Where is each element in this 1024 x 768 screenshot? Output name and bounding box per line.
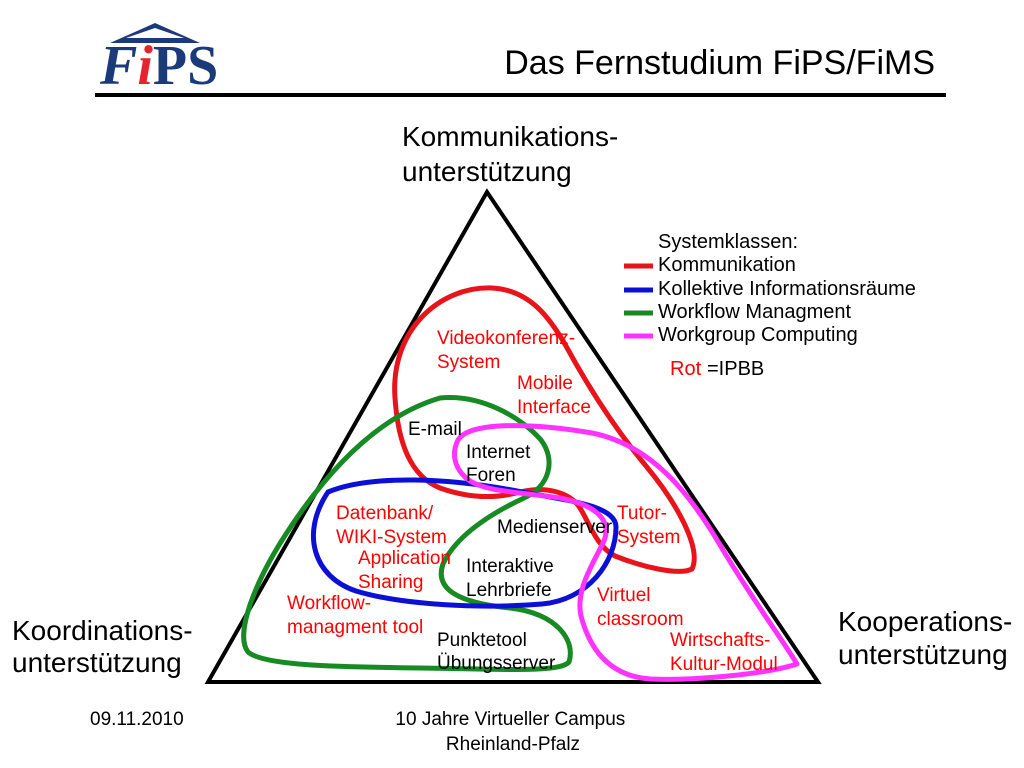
logo-letter-i: i — [137, 35, 153, 97]
label-tutor-system: Tutor- System — [617, 503, 680, 548]
label-datenbank-wiki: Datenbank/ WIKI-System — [336, 503, 447, 548]
logo-letters-ps: PS — [153, 35, 218, 97]
corner-left-line1: Koordinations- — [12, 615, 193, 646]
legend: Systemklassen: Kommunikation Kollektive … — [624, 231, 916, 380]
label-line: Tutor- — [617, 503, 667, 524]
workflow-curve — [241, 395, 573, 673]
triangle — [204, 188, 822, 684]
label-line: Übungsserver — [437, 653, 556, 674]
label-internet-foren: Internet Foren — [466, 442, 536, 486]
logo-letter-f: F — [99, 35, 137, 97]
label-medienserver: Medienserver — [497, 517, 613, 538]
label-workflow-tool: Workflow- managment tool — [287, 593, 423, 638]
label-line: classroom — [597, 609, 684, 630]
corner-label-kommunikation: Kommunikations- unterstützung — [402, 121, 626, 187]
footer-event-line1: 10 Jahre Virtueller Campus — [395, 709, 625, 730]
legend-note-highlight: Rot — [670, 358, 702, 380]
corner-label-koordination: Koordinations- unterstützung — [12, 615, 200, 678]
diagram-labels: Videokonferenz- System Mobile Interface … — [287, 328, 778, 675]
corner-right-line1: Kooperations- — [838, 606, 1012, 637]
legend-label-workflow: Workflow Managment — [658, 301, 851, 323]
label-line: Workflow- — [287, 593, 371, 614]
label-virtuel-classroom: Virtuel classroom — [597, 585, 684, 630]
logo-wordmark: FiPS — [99, 35, 218, 97]
legend-label-kommunikation: Kommunikation — [658, 254, 796, 276]
label-line: Mobile — [517, 373, 573, 394]
label-line: Wirtschafts- — [670, 630, 770, 651]
label-line: Sharing — [358, 572, 424, 593]
label-line: Virtuel — [597, 585, 651, 606]
footer-event-line2: Rheinland-Pfalz — [446, 734, 580, 755]
legend-label-informationsraeume: Kollektive Informationsräume — [658, 278, 916, 300]
label-line: Interface — [517, 397, 591, 418]
footer-event: 10 Jahre Virtueller Campus Rheinland-Pfa… — [395, 709, 630, 755]
label-line: WIKI-System — [336, 527, 447, 548]
label-line: Interaktive — [466, 556, 554, 577]
label-wirtschafts-kultur: Wirtschafts- Kultur-Modul — [670, 630, 778, 675]
label-line: Lehrbriefe — [466, 580, 552, 601]
workgroup-curve — [451, 423, 800, 682]
legend-label-workgroup: Workgroup Computing — [658, 324, 858, 346]
legend-note: Rot =IPBB — [670, 358, 764, 380]
label-line: Internet — [466, 442, 531, 463]
label-punktetool: Punktetool Übungsserver — [437, 630, 556, 674]
label-line: Datenbank/ — [336, 503, 434, 524]
corner-label-kooperation: Kooperations- unterstützung — [838, 606, 1020, 670]
page-title: Das Fernstudium FiPS/FiMS — [504, 44, 935, 82]
kommunikation-curve — [392, 285, 697, 574]
corner-left-line2: unterstützung — [12, 647, 182, 678]
corner-right-line2: unterstützung — [838, 639, 1008, 670]
footer-date: 09.11.2010 — [90, 709, 184, 730]
label-line: E-mail — [408, 419, 462, 440]
label-videokonferenz: Videokonferenz- System — [437, 328, 580, 373]
label-application-sharing: Application Sharing — [358, 548, 456, 593]
label-line: System — [437, 352, 500, 373]
label-line: Foren — [466, 465, 516, 486]
logo-roof-inner — [126, 28, 184, 38]
label-line: Kultur-Modul — [670, 654, 778, 675]
label-line: managment tool — [287, 617, 423, 638]
corner-top-line2: unterstützung — [402, 156, 572, 187]
label-line: Punktetool — [437, 630, 527, 651]
informationsraeume-curve — [310, 477, 619, 609]
label-line: System — [617, 527, 680, 548]
corner-top-line1: Kommunikations- — [402, 121, 618, 152]
legend-heading: Systemklassen: — [658, 231, 798, 253]
label-interaktive-lehrbriefe: Interaktive Lehrbriefe — [466, 556, 559, 601]
label-line: Videokonferenz- — [437, 328, 575, 349]
label-email: E-mail — [408, 419, 462, 440]
label-mobile-interface: Mobile Interface — [517, 373, 591, 418]
legend-note-text: =IPBB — [707, 358, 764, 380]
label-line: Application — [358, 548, 451, 569]
fips-logo: FiPS — [99, 23, 218, 97]
label-line: Medienserver — [497, 517, 613, 538]
